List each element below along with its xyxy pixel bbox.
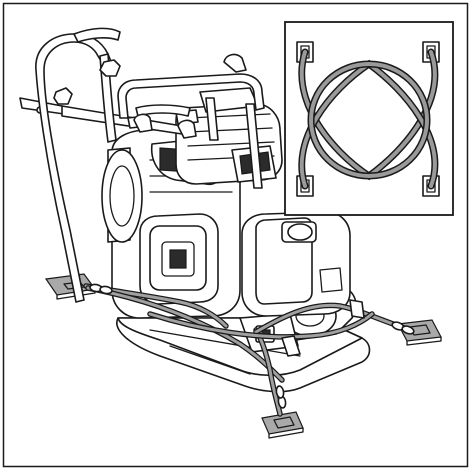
lifting-frame xyxy=(117,53,265,189)
inset-strap-loop xyxy=(298,48,439,190)
fuel-tank xyxy=(241,211,351,317)
inset-detail xyxy=(284,21,454,216)
chain-links xyxy=(89,283,415,409)
anchor-pad-bottom xyxy=(261,411,304,439)
